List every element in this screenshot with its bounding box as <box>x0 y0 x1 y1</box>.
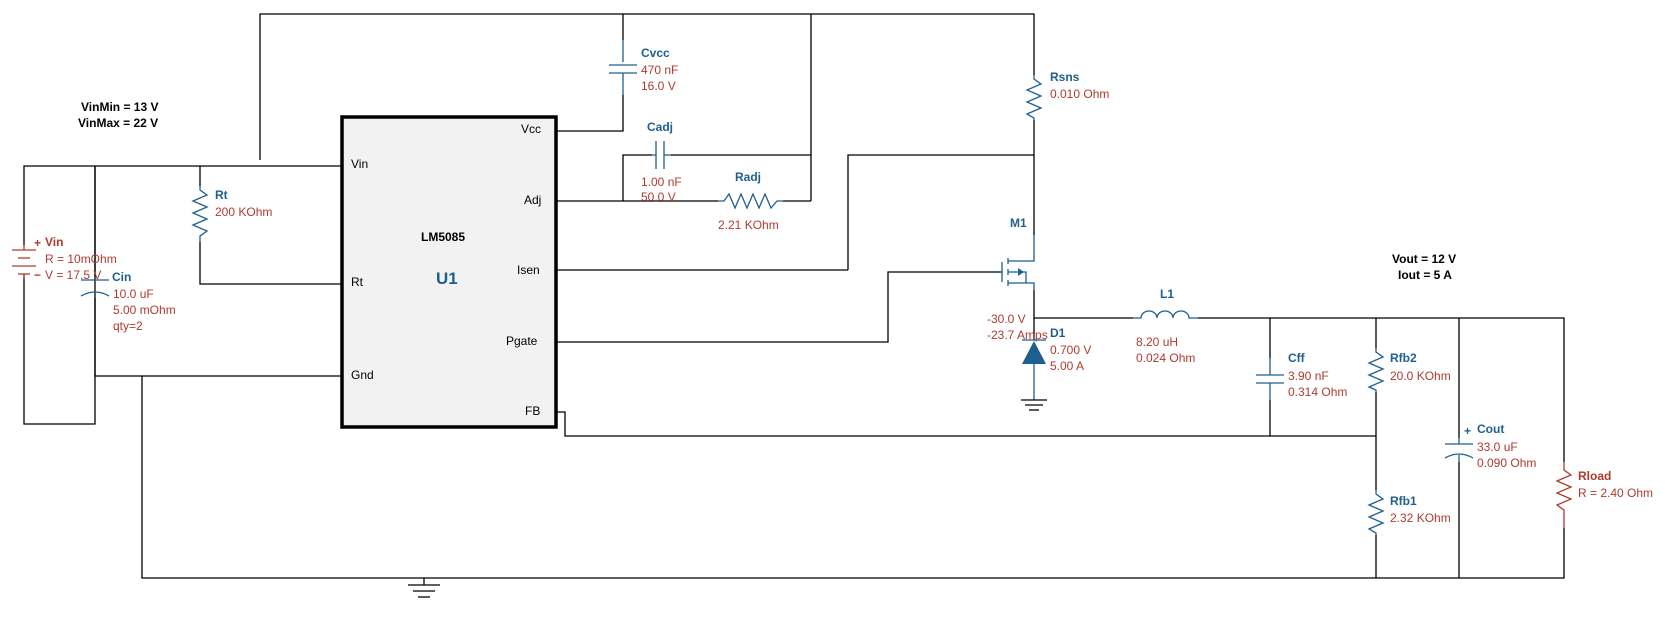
cout-value-c: 33.0 uF <box>1477 440 1518 454</box>
vin-max-spec: VinMax = 22 V <box>78 116 158 130</box>
cin-capacitor[interactable]: Cin 10.0 uF 5.00 mOhm qty=2 <box>80 270 176 333</box>
rfb2-value: 20.0 KOhm <box>1390 369 1451 383</box>
cout-capacitor[interactable]: + Cout 33.0 uF 0.090 Ohm <box>1444 422 1536 470</box>
rfb2-name: Rfb2 <box>1390 351 1417 365</box>
l1-value-r: 0.024 Ohm <box>1136 351 1195 365</box>
rsns-name: Rsns <box>1050 70 1080 84</box>
cvcc-value-v: 16.0 V <box>641 79 676 93</box>
rfb2-resistor[interactable]: Rfb2 20.0 KOhm <box>1367 348 1451 392</box>
pin-adj-label: Adj <box>524 193 541 207</box>
pin-vcc-label: Vcc <box>521 122 541 136</box>
m1-mosfet[interactable]: M1 -30.0 V -23.7 Amps <box>987 216 1048 342</box>
rload-name: Rload <box>1578 469 1611 483</box>
cadj-capacitor[interactable]: Cadj 1.00 nF 50.0 V <box>641 120 682 204</box>
cff-name: Cff <box>1288 351 1306 365</box>
ground-symbol <box>408 584 440 598</box>
rload-resistor[interactable]: Rload R = 2.40 Ohm <box>1555 462 1653 528</box>
d1-value-i: 5.00 A <box>1050 359 1084 373</box>
rt-name: Rt <box>215 188 228 202</box>
wire-vin-top <box>23 165 342 245</box>
cout-plus: + <box>1464 424 1471 438</box>
d1-diode[interactable]: D1 0.700 V 5.00 A <box>1021 326 1091 411</box>
cin-name: Cin <box>112 270 131 284</box>
rfb1-resistor[interactable]: Rfb1 2.32 KOhm <box>1367 490 1451 535</box>
cadj-value-c: 1.00 nF <box>641 175 682 189</box>
m1-name: M1 <box>1010 216 1027 230</box>
pin-rt-label: Rt <box>351 275 364 289</box>
pin-gnd-label: Gnd <box>351 368 374 382</box>
vout-spec: Vout = 12 V <box>1392 252 1456 266</box>
radj-resistor[interactable]: Radj 2.21 KOhm <box>718 170 783 232</box>
pin-isen-label: Isen <box>517 263 540 277</box>
m1-value-i: -23.7 Amps <box>987 328 1048 342</box>
rload-value: R = 2.40 Ohm <box>1578 486 1653 500</box>
wire-isen-top <box>847 154 1034 270</box>
vin-value-r: R = 10mOhm <box>45 252 117 266</box>
wire-gnd-in <box>94 298 342 377</box>
pin-pgate-label: Pgate <box>506 334 538 348</box>
cff-value-c: 3.90 nF <box>1288 369 1329 383</box>
cvcc-value-c: 470 nF <box>641 63 678 77</box>
cadj-value-v: 50.0 V <box>641 190 676 204</box>
l1-value-l: 8.20 uH <box>1136 335 1178 349</box>
pin-fb-label: FB <box>525 404 540 418</box>
ic-reference: U1 <box>436 269 458 288</box>
vin-value-v: V = 17.5 V <box>45 268 101 282</box>
wire-rt <box>199 242 342 285</box>
cin-value-c: 10.0 uF <box>113 287 154 301</box>
rfb1-value: 2.32 KOhm <box>1390 511 1451 525</box>
wire-sw <box>1033 290 1133 319</box>
cadj-name: Cadj <box>647 120 673 134</box>
d1-name: D1 <box>1050 326 1066 340</box>
ic-body <box>340 115 558 429</box>
cvcc-name: Cvcc <box>641 46 670 60</box>
l1-name: L1 <box>1160 287 1174 301</box>
pin-vin-label: Vin <box>351 157 368 171</box>
cff-value-esr: 0.314 Ohm <box>1288 385 1347 399</box>
wire-vin-loop <box>23 166 96 425</box>
iout-spec: Iout = 5 A <box>1398 268 1452 282</box>
ic-part-number: LM5085 <box>421 230 465 244</box>
wires <box>23 13 1565 585</box>
radj-name: Radj <box>735 170 761 184</box>
wire-pgate <box>556 271 1002 343</box>
ic-lm5085[interactable]: LM5085 U1 Vin Rt Gnd Vcc Adj Isen Pgate … <box>340 115 558 429</box>
radj-value: 2.21 KOhm <box>718 218 779 232</box>
cin-value-esr: 5.00 mOhm <box>113 303 176 317</box>
d1-value-v: 0.700 V <box>1050 343 1091 357</box>
vin-source[interactable]: + − Vin R = 10mOhm V = 17.5 V <box>12 235 117 282</box>
vin-plus: + <box>34 236 41 250</box>
cin-value-qty: qty=2 <box>113 319 143 333</box>
wire-cadj-left <box>622 154 652 201</box>
l1-inductor[interactable]: L1 8.20 uH 0.024 Ohm <box>1133 287 1198 365</box>
rsns-value: 0.010 Ohm <box>1050 87 1109 101</box>
cout-value-esr: 0.090 Ohm <box>1477 456 1536 470</box>
vin-minus: − <box>34 268 41 282</box>
wire-vcc <box>556 95 624 132</box>
rt-value: 200 KOhm <box>215 205 272 219</box>
cvcc-capacitor[interactable]: Cvcc 470 nF 16.0 V <box>609 40 678 95</box>
wire-out-top <box>1198 317 1565 462</box>
rt-resistor[interactable]: Rt 200 KOhm <box>191 186 272 242</box>
cff-capacitor[interactable]: Cff 3.90 nF 0.314 Ohm <box>1256 351 1347 400</box>
m1-value-v: -30.0 V <box>987 312 1026 326</box>
vin-min-spec: VinMin = 13 V <box>81 100 158 114</box>
wire-top <box>259 13 1035 160</box>
vin-name: Vin <box>45 235 63 249</box>
rfb1-name: Rfb1 <box>1390 494 1417 508</box>
cout-name: Cout <box>1477 422 1504 436</box>
wire-fb <box>556 411 1376 437</box>
wire-gnd-rail <box>141 376 1565 579</box>
rsns-resistor[interactable]: Rsns 0.010 Ohm <box>1025 70 1109 120</box>
